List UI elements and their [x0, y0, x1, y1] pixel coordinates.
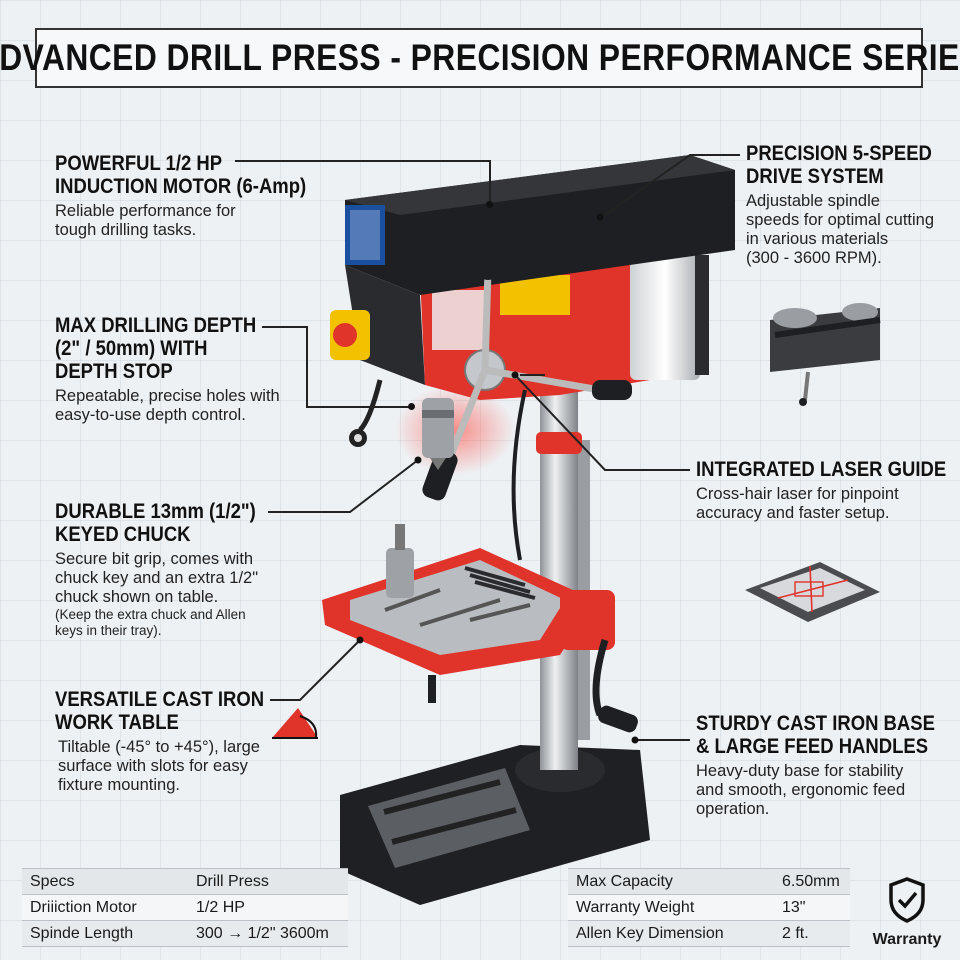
page-title: ADVANCED DRILL PRESS - PRECISION PERFORM… [0, 37, 960, 78]
feature-laser: INTEGRATED LASER GUIDE Cross-hair laser … [696, 458, 947, 522]
title-banner: ADVANCED DRILL PRESS - PRECISION PERFORM… [0, 28, 960, 88]
warranty-label: Warranty [872, 931, 942, 948]
shield-check-icon [889, 877, 925, 923]
extra-chuck [386, 548, 414, 598]
feature-base: STURDY CAST IRON BASE& LARGE FEED HANDLE… [696, 712, 935, 818]
depth-callout-dot [408, 403, 415, 410]
warranty-badge: Warranty [862, 876, 952, 949]
feature-chuck: DURABLE 13mm (1/2")KEYED CHUCK Secure bi… [55, 500, 259, 638]
motor [630, 250, 700, 380]
motor-callout-dot [486, 201, 493, 208]
